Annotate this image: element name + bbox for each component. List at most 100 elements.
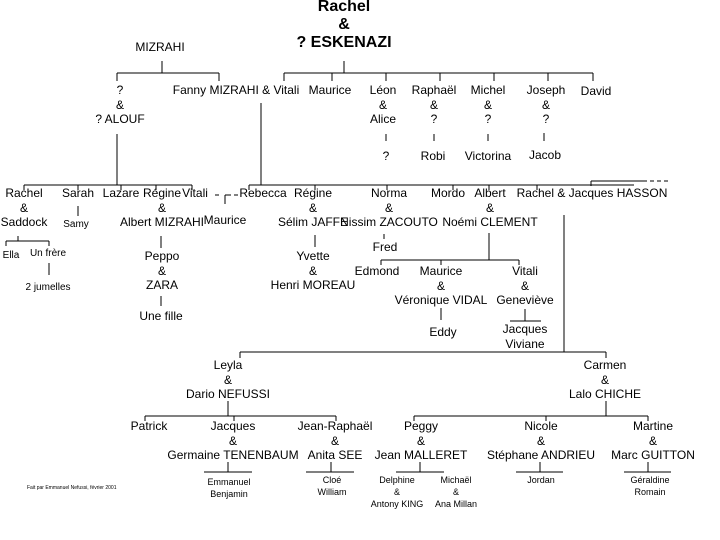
root-spouse: ? ESKENAZI	[296, 34, 392, 51]
person-name: Joseph	[526, 83, 566, 97]
child-name: Géraldine	[630, 475, 670, 485]
person-name: Norma	[370, 186, 407, 200]
spouse-name: Nissim ZACOUTO	[340, 215, 438, 229]
raphael-child: Robi	[420, 149, 446, 163]
michel-couple: Michel & ?	[471, 83, 506, 127]
sarah: Sarah	[61, 186, 95, 200]
person-name: Delphine	[379, 475, 415, 485]
ampersand: &	[483, 97, 492, 112]
spouse-name: Lalo CHICHE	[568, 387, 642, 401]
ampersand: &	[223, 372, 232, 387]
norma-nissim-couple: Norma & Nissim ZACOUTO	[340, 186, 438, 230]
child-name: Cloé	[322, 475, 342, 485]
spouse-name: Marc GUITTON	[611, 448, 695, 462]
joseph-child: Jacob	[528, 148, 562, 162]
root-ampersand: &	[338, 16, 350, 33]
child-name: William	[317, 487, 347, 497]
ella: Ella	[2, 250, 20, 261]
maurice-fanny-son: Maurice	[203, 213, 247, 227]
child-name: Jacques	[502, 322, 548, 336]
une-fille: Une fille	[139, 309, 183, 323]
person-name: ?	[116, 83, 124, 97]
spouse-name: Saddock	[0, 215, 48, 229]
spouse-name: ?	[542, 112, 550, 126]
regine-selim-couple: Régine & Sélim JAFFE	[278, 186, 348, 230]
twins: 2 jumelles	[25, 282, 71, 293]
leyla-dario-couple: Leyla & Dario NEFUSSI	[186, 358, 270, 402]
maurice-eskenazi: Maurice	[308, 83, 352, 97]
spouse-name: Alice	[369, 112, 397, 126]
person-name: Carmen	[583, 358, 627, 372]
ampersand: &	[600, 372, 609, 387]
mizrahi-family: MIZRAHI	[135, 40, 185, 54]
fanny-vitali-couple: Fanny MIZRAHI & Vitali	[172, 83, 300, 97]
ampersand: &	[393, 487, 400, 497]
person-name: Yvette	[296, 249, 330, 263]
leon-couple: Léon & Alice	[370, 83, 397, 127]
spouse-name: ?	[430, 112, 438, 126]
carmen-lalo-couple: Carmen & Lalo CHICHE	[569, 358, 641, 402]
person-name: Nicole	[524, 419, 558, 433]
joseph-couple: Joseph & ?	[527, 83, 566, 127]
person-name: Régine	[293, 186, 333, 200]
ampersand: &	[416, 433, 425, 448]
person-name: Régine	[142, 186, 182, 200]
child-name: Romain	[634, 487, 666, 497]
ampersand: &	[648, 433, 657, 448]
ampersand: &	[308, 263, 317, 278]
rachel-hasson-couple: Rachel & Jacques HASSON	[516, 186, 668, 200]
patrick: Patrick	[130, 419, 168, 433]
spouse-name: Germaine TENENBAUM	[167, 448, 299, 462]
person-name: Peppo	[144, 249, 180, 263]
david-eskenazi: David	[580, 84, 612, 98]
nicole-stephane-couple: Nicole & Stéphane ANDRIEU	[487, 419, 595, 463]
spouse-name: Noémi CLEMENT	[442, 215, 538, 229]
author-credit: Fait par Emmanuel Nefussi, février 2001	[27, 485, 117, 491]
rachel-saddock-couple: Rachel & Saddock	[1, 186, 48, 230]
jacques-children: Emmanuel Benjamin	[207, 476, 250, 500]
vitali-alouf: Vitali	[182, 186, 208, 200]
root-name: Rachel	[317, 0, 371, 15]
spouse-name: Jean MALLERET	[374, 448, 468, 462]
person-name: Albert	[474, 186, 506, 200]
ampersand: &	[485, 200, 495, 215]
ampersand: &	[541, 97, 551, 112]
person-name: Léon	[369, 83, 397, 97]
child-name: Benjamin	[210, 489, 248, 499]
spouse-name: ?	[484, 112, 492, 126]
fred: Fred	[372, 240, 398, 254]
spouse-name: Anita SEE	[307, 448, 363, 462]
albert-noemi-couple: Albert & Noémi CLEMENT	[442, 186, 537, 230]
ampersand: &	[308, 200, 318, 215]
vitali-children: Jacques Viviane	[503, 322, 548, 351]
root-couple: Rachel & ? ESKENAZI	[296, 0, 391, 52]
ampersand: &	[520, 278, 529, 293]
person-name: Rachel	[5, 186, 43, 200]
eddy: Eddy	[429, 325, 457, 339]
edmond: Edmond	[354, 264, 400, 278]
martine-children: Géraldine Romain	[630, 474, 669, 498]
maurice-veronique-couple: Maurice & Véronique VIDAL	[395, 264, 488, 308]
spouse-name: ZARA	[145, 278, 179, 292]
ampersand: &	[157, 200, 167, 215]
person-name: Jean-Raphaël	[297, 419, 373, 433]
spouse-name: Ana Millan	[434, 499, 478, 509]
samy: Samy	[63, 219, 89, 230]
person-name: Michel	[470, 83, 506, 97]
person-name: Michaël	[440, 475, 472, 485]
child-name: Emmanuel	[207, 477, 251, 487]
jean-raphael-children: Cloé William	[318, 474, 347, 498]
ampersand: &	[384, 200, 393, 215]
ampersand: &	[157, 263, 167, 278]
ampersand: &	[19, 200, 29, 215]
alouf-couple: ? & ? ALOUF	[95, 83, 144, 127]
spouse-name: Dario NEFUSSI	[185, 387, 271, 401]
ampersand: &	[429, 97, 439, 112]
jean-raphael-anita-couple: Jean-Raphaël & Anita SEE	[298, 419, 373, 463]
person-name: Leyla	[213, 358, 243, 372]
ampersand: &	[378, 97, 388, 112]
person-name: Martine	[632, 419, 673, 433]
spouse-name: Stéphane ANDRIEU	[486, 448, 596, 462]
